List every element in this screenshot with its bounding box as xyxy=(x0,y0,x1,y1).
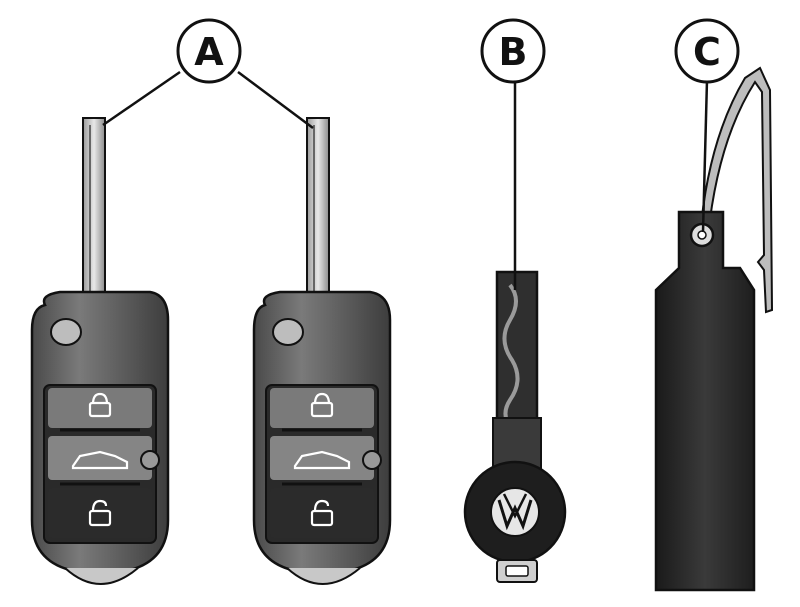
leader-line-a-left xyxy=(102,70,181,127)
callout-c: C xyxy=(674,18,740,84)
remote-key-left xyxy=(30,117,170,585)
key-blade-right xyxy=(306,117,330,301)
tag-body xyxy=(654,210,756,592)
callout-a: A xyxy=(176,18,242,84)
release-button-left xyxy=(50,318,82,346)
callout-c-label: C xyxy=(693,30,721,74)
callout-a-label: A xyxy=(194,30,224,74)
release-button-right xyxy=(272,318,304,346)
unlock-icon xyxy=(88,499,112,527)
leader-lines xyxy=(102,70,709,290)
trunk-icon xyxy=(71,450,129,470)
key-ring-right xyxy=(286,567,361,585)
callout-b-label: B xyxy=(499,30,528,74)
tag-wire xyxy=(699,66,774,314)
key-blade-left xyxy=(82,117,106,301)
key-ring-left xyxy=(64,567,139,585)
remote-key-right xyxy=(252,117,392,585)
lock-icon xyxy=(310,392,334,418)
leader-line-c xyxy=(701,79,709,233)
trunk-icon xyxy=(293,450,351,470)
brand-logo-icon xyxy=(497,499,533,531)
lock-icon xyxy=(88,392,112,418)
callout-b: B xyxy=(480,18,546,84)
mechanical-key xyxy=(463,270,567,583)
key-tag xyxy=(654,66,774,592)
unlock-icon xyxy=(310,499,334,527)
leader-line-a-right xyxy=(237,70,314,130)
